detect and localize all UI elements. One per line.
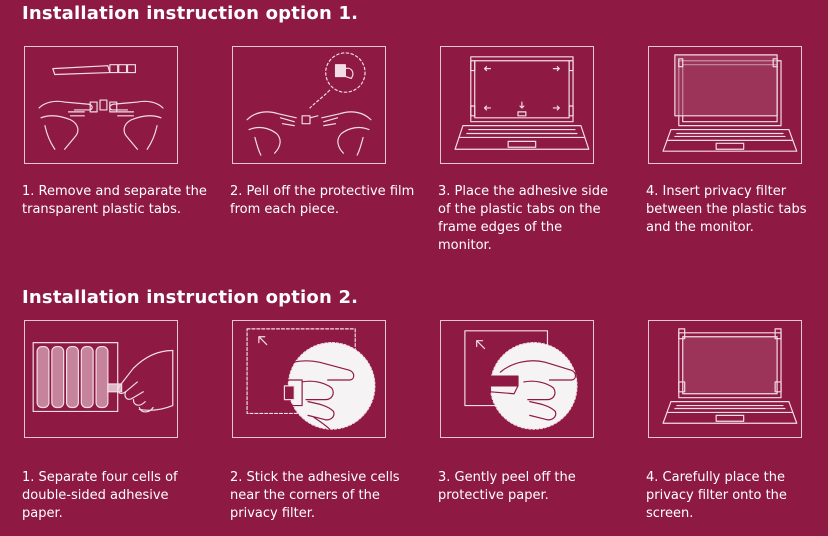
hand-peeling-paper-illustration bbox=[464, 330, 578, 430]
option2-step2-caption: 2. Stick the adhesive cells near the cor… bbox=[230, 470, 400, 521]
option1-step1-illustration bbox=[24, 46, 178, 164]
option1-step2-illustration bbox=[232, 46, 386, 164]
option2-step4-caption: 4. Carefully place the privacy filter on… bbox=[646, 470, 787, 521]
laptop-with-tabs-illustration bbox=[454, 56, 590, 150]
laptop-with-filter-illustration bbox=[662, 54, 798, 152]
hands-peeling-film-illustration bbox=[246, 52, 372, 156]
option1-step3-caption: 3. Place the adhesive side of the plasti… bbox=[438, 184, 608, 253]
option2-step3-illustration bbox=[440, 320, 594, 438]
hands-separating-tabs-illustration bbox=[38, 64, 164, 150]
option2-step4-illustration bbox=[648, 320, 802, 438]
option1-step4-illustration bbox=[648, 46, 802, 164]
option1-step1-caption: 1. Remove and separate the transparent p… bbox=[22, 184, 207, 217]
option2-step1-illustration bbox=[24, 320, 178, 438]
hand-sticking-cell-illustration bbox=[246, 328, 376, 430]
option1-step2-caption: 2. Pell off the protective film from eac… bbox=[230, 184, 415, 217]
hand-peeling-adhesive-cells-illustration bbox=[32, 342, 174, 413]
option2-title: Installation instruction option 2. bbox=[22, 287, 359, 308]
option1-step4-caption: 4. Insert privacy filter between the pla… bbox=[646, 184, 807, 235]
option1-title: Installation instruction option 1. bbox=[22, 3, 359, 24]
option1-step3-illustration bbox=[440, 46, 594, 164]
option2-step2-illustration bbox=[232, 320, 386, 438]
laptop-with-filter-illustration bbox=[662, 328, 798, 424]
option2-step1-caption: 1. Separate four cells of double-sided a… bbox=[22, 470, 178, 521]
option2-step3-caption: 3. Gently peel off the protective paper. bbox=[438, 470, 576, 503]
